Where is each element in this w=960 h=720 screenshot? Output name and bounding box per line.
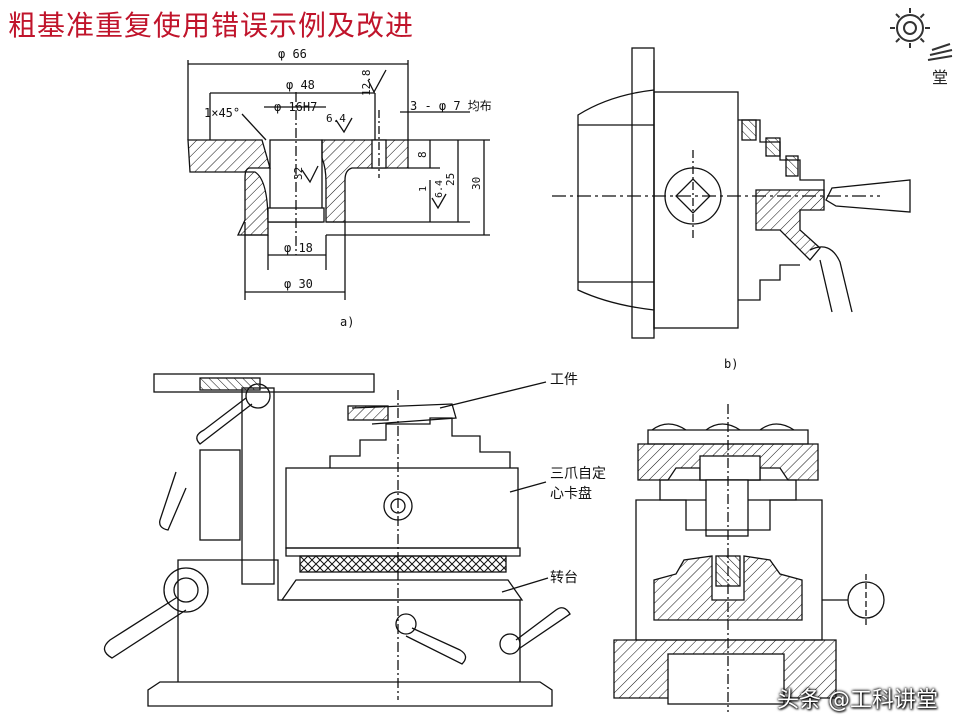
label-workpiece: 工件 xyxy=(550,372,578,388)
dim-ra64b: 6.4 xyxy=(434,180,445,198)
slide-title: 粗基准重复使用错误示例及改进 xyxy=(8,9,415,42)
dim-d30: φ 30 xyxy=(284,277,313,291)
dim-holes: 3 - φ 7 均布 xyxy=(410,99,492,113)
dim-ra128: 12.8 xyxy=(360,70,373,97)
dim-h30: 30 xyxy=(470,177,483,190)
figure-b-lathe-chuck xyxy=(552,47,911,339)
label-chuck-line1: 三爪自定 xyxy=(550,466,606,482)
label-chuck-line2: 心卡盘 xyxy=(550,485,592,502)
label-turntable: 转台 xyxy=(550,570,578,586)
logo-char: 堂 xyxy=(932,68,949,87)
figure-a-dimension-labels: φ 66 φ 48 φ 16H7 1×45° 12.8 6.4 3 - φ 7 … xyxy=(204,47,492,329)
watermark: 头条 @工科讲堂 xyxy=(777,688,938,713)
dim-ra32: 32 xyxy=(292,167,305,180)
dim-d48: φ 48 xyxy=(286,78,315,92)
dim-d18: φ 18 xyxy=(284,241,313,255)
figure-a-part-section xyxy=(187,60,490,300)
dim-d66: φ 66 xyxy=(278,47,307,61)
figure-d-section-view xyxy=(613,404,885,712)
dim-h25: 25 xyxy=(444,173,457,186)
caption-a: a) xyxy=(340,315,354,329)
figure-c-labels: 工件 三爪自定 心卡盘 转台 xyxy=(550,372,606,586)
gear-logo-icon xyxy=(890,8,953,61)
dim-chamfer: 1×45° xyxy=(204,106,240,120)
caption-b: b) xyxy=(724,357,738,371)
dim-h1: 1 xyxy=(418,186,429,192)
dim-h8: 8 xyxy=(416,151,429,158)
figure-c-indexing-fixture xyxy=(103,373,571,707)
dim-ra64a: 6.4 xyxy=(326,112,346,125)
dim-d16h7: φ 16H7 xyxy=(274,100,317,114)
